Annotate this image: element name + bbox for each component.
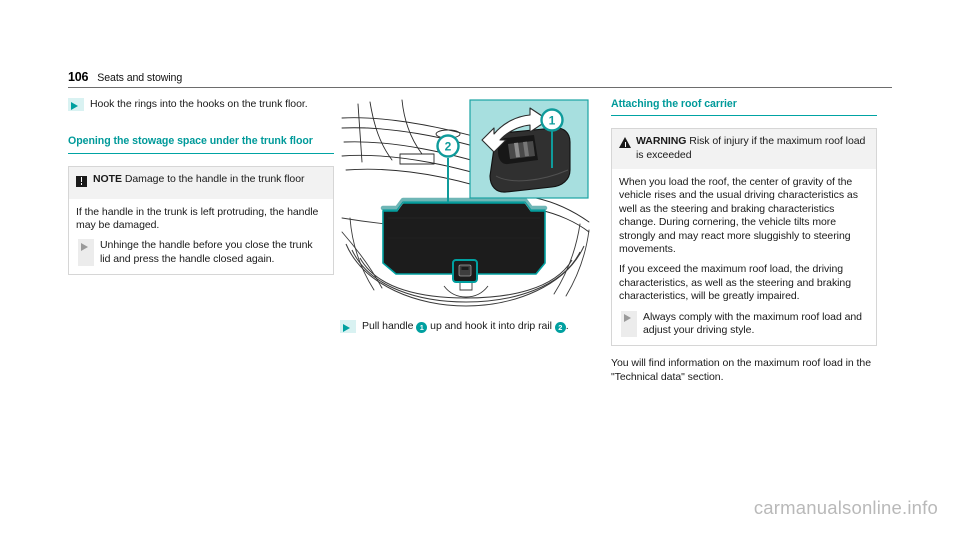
- warning-triangle-icon: [619, 135, 636, 162]
- action-hook-rings-text: Hook the rings into the hooks on the tru…: [90, 98, 308, 110]
- warning-box: WARNING Risk of injury if the maximum ro…: [611, 128, 877, 347]
- section-heading-stowage: Opening the stowage space under the trun…: [68, 135, 334, 154]
- warning-label: WARNING: [636, 135, 687, 148]
- svg-text:1: 1: [549, 113, 556, 127]
- chapter-title: Seats and stowing: [97, 72, 183, 84]
- warning-paragraph-1: When you load the roof, the center of gr…: [619, 176, 858, 256]
- figure-caption: Pull handle 1 up and hook it into drip r…: [340, 320, 590, 334]
- warning-paragraph-2: If you exceed the maximum roof load, the…: [619, 263, 852, 303]
- note-box-body: If the handle in the trunk is left protr…: [69, 199, 333, 275]
- warning-title-text: Risk of injury if the maximum roof load …: [636, 135, 866, 161]
- action-arrow-icon: [68, 98, 84, 112]
- note-box: NOTE Damage to the handle in the trunk f…: [68, 165, 334, 276]
- figure-caption-text: Pull handle 1 up and hook it into drip r…: [356, 320, 569, 333]
- note-box-title: NOTE Damage to the handle in the trunk f…: [93, 173, 304, 192]
- section-heading-roof-carrier: Attaching the roof carrier: [611, 98, 877, 117]
- note-action: Unhinge the handle before you close the …: [78, 239, 325, 267]
- action-arrow-icon: [340, 320, 356, 334]
- caption-pre: Pull handle: [362, 320, 414, 332]
- caption-post: .: [565, 320, 569, 332]
- warning-action: Always comply with the maximum roof load…: [621, 310, 868, 338]
- warning-box-title: WARNING Risk of injury if the maximum ro…: [636, 135, 868, 162]
- warning-box-body: When you load the roof, the center of gr…: [612, 169, 876, 345]
- caption-mid: up and hook it into drip rail: [430, 320, 552, 332]
- note-box-header: NOTE Damage to the handle in the trunk f…: [69, 166, 333, 199]
- warning-action-text: Always comply with the maximum roof load…: [643, 310, 862, 337]
- right-column: Attaching the roof carrier WARNING Risk …: [611, 98, 877, 384]
- action-arrow-icon: [621, 310, 637, 338]
- site-watermark: carmanualsonline.info: [753, 497, 938, 518]
- callout-badge-2: 2: [554, 322, 566, 333]
- note-body-text: If the handle in the trunk is left protr…: [76, 205, 319, 232]
- note-title-text: Damage to the handle in the trunk floor: [124, 172, 305, 185]
- action-arrow-icon: [78, 239, 94, 267]
- roof-load-reference-text: You will find information on the maximum…: [611, 357, 871, 383]
- warning-box-header: WARNING Risk of injury if the maximum ro…: [612, 129, 876, 170]
- page-header: 106 Seats and stowing: [68, 70, 892, 88]
- trunk-floor-handle-illustration: 1 2: [340, 98, 590, 311]
- note-icon: [76, 173, 93, 192]
- note-label: NOTE: [93, 172, 122, 185]
- note-action-text: Unhinge the handle before you close the …: [100, 239, 313, 265]
- middle-column: 1 2 Pull handle 1 up and hook it into dr…: [340, 98, 590, 334]
- page-number: 106: [68, 70, 89, 84]
- svg-text:2: 2: [445, 139, 452, 153]
- callout-badge-1: 1: [416, 322, 428, 333]
- action-hook-rings: Hook the rings into the hooks on the tru…: [68, 98, 334, 112]
- left-column: Hook the rings into the hooks on the tru…: [68, 98, 334, 276]
